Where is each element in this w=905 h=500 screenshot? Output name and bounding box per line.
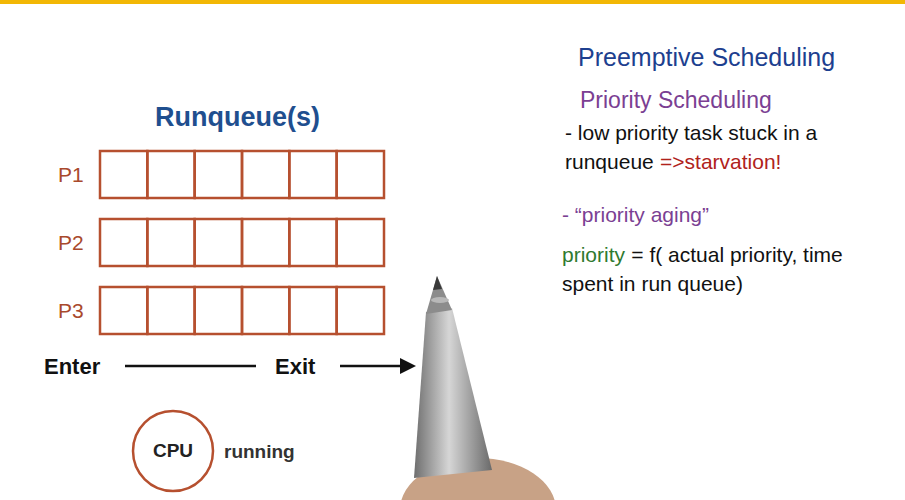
label-group: priority= f( actual priority, time spent… [562, 240, 862, 299]
label-group: - “priority aging” [562, 200, 882, 229]
queue-label: P2 [58, 231, 84, 255]
queue-cell [337, 151, 384, 198]
cpu-circle-shape [133, 411, 213, 491]
queue-cell [147, 287, 194, 334]
pen-tip [433, 276, 442, 290]
queue-cell [147, 219, 194, 266]
note-heading: Priority Scheduling [580, 87, 772, 113]
note-emphasis: priority [562, 243, 625, 266]
label-group: Exit [275, 352, 355, 383]
queue-cell [289, 151, 336, 198]
title: Runqueue(s) [155, 102, 320, 133]
cpu-circle: CPU [131, 409, 215, 493]
queue-cell [195, 219, 242, 266]
queue-cells [98, 149, 386, 200]
queue-cell [242, 287, 289, 334]
queue-label: P1 [58, 163, 84, 187]
queue-end-label: Enter [44, 354, 100, 379]
exit-arrowhead [400, 358, 416, 374]
queue-cell [100, 151, 147, 198]
queue-direction-line [125, 365, 256, 368]
queue-cell [195, 151, 242, 198]
queue-end-label: Exit [275, 354, 315, 379]
queue-cell [100, 287, 147, 334]
queue-cell [100, 219, 147, 266]
queue-cell [242, 151, 289, 198]
runqueue: P2 [58, 219, 388, 270]
pen-hand [400, 276, 556, 500]
top-bar [0, 0, 905, 4]
queue-cell [242, 219, 289, 266]
queue-cell [147, 151, 194, 198]
exit-arrow [340, 365, 404, 368]
queue-cell [289, 287, 336, 334]
pen-ring [431, 297, 449, 303]
queue-cell [289, 219, 336, 266]
cpu-label: CPU [153, 440, 193, 462]
label-group: Preemptive Scheduling [578, 40, 898, 75]
queue-cell [337, 287, 384, 334]
runqueue: P3 [58, 287, 388, 338]
note-text: - “priority aging” [562, 203, 709, 226]
queue-label: P3 [58, 299, 84, 323]
queue-cell [337, 219, 384, 266]
note-heading: Preemptive Scheduling [578, 43, 835, 71]
label-group: Priority Scheduling [580, 84, 900, 116]
label-group: Enter [44, 352, 134, 383]
label-group: - low priority task stuck in a runqueue=… [565, 118, 870, 177]
label-group: running [224, 439, 344, 466]
runqueue: P1 [58, 151, 388, 202]
queue-cells [98, 217, 386, 268]
state-label: running [224, 441, 295, 462]
queue-cells [98, 285, 386, 336]
pen-body [414, 308, 492, 478]
note-emphasis: =>starvation! [660, 150, 781, 173]
queue-cell [195, 287, 242, 334]
pen-cone [426, 276, 452, 314]
